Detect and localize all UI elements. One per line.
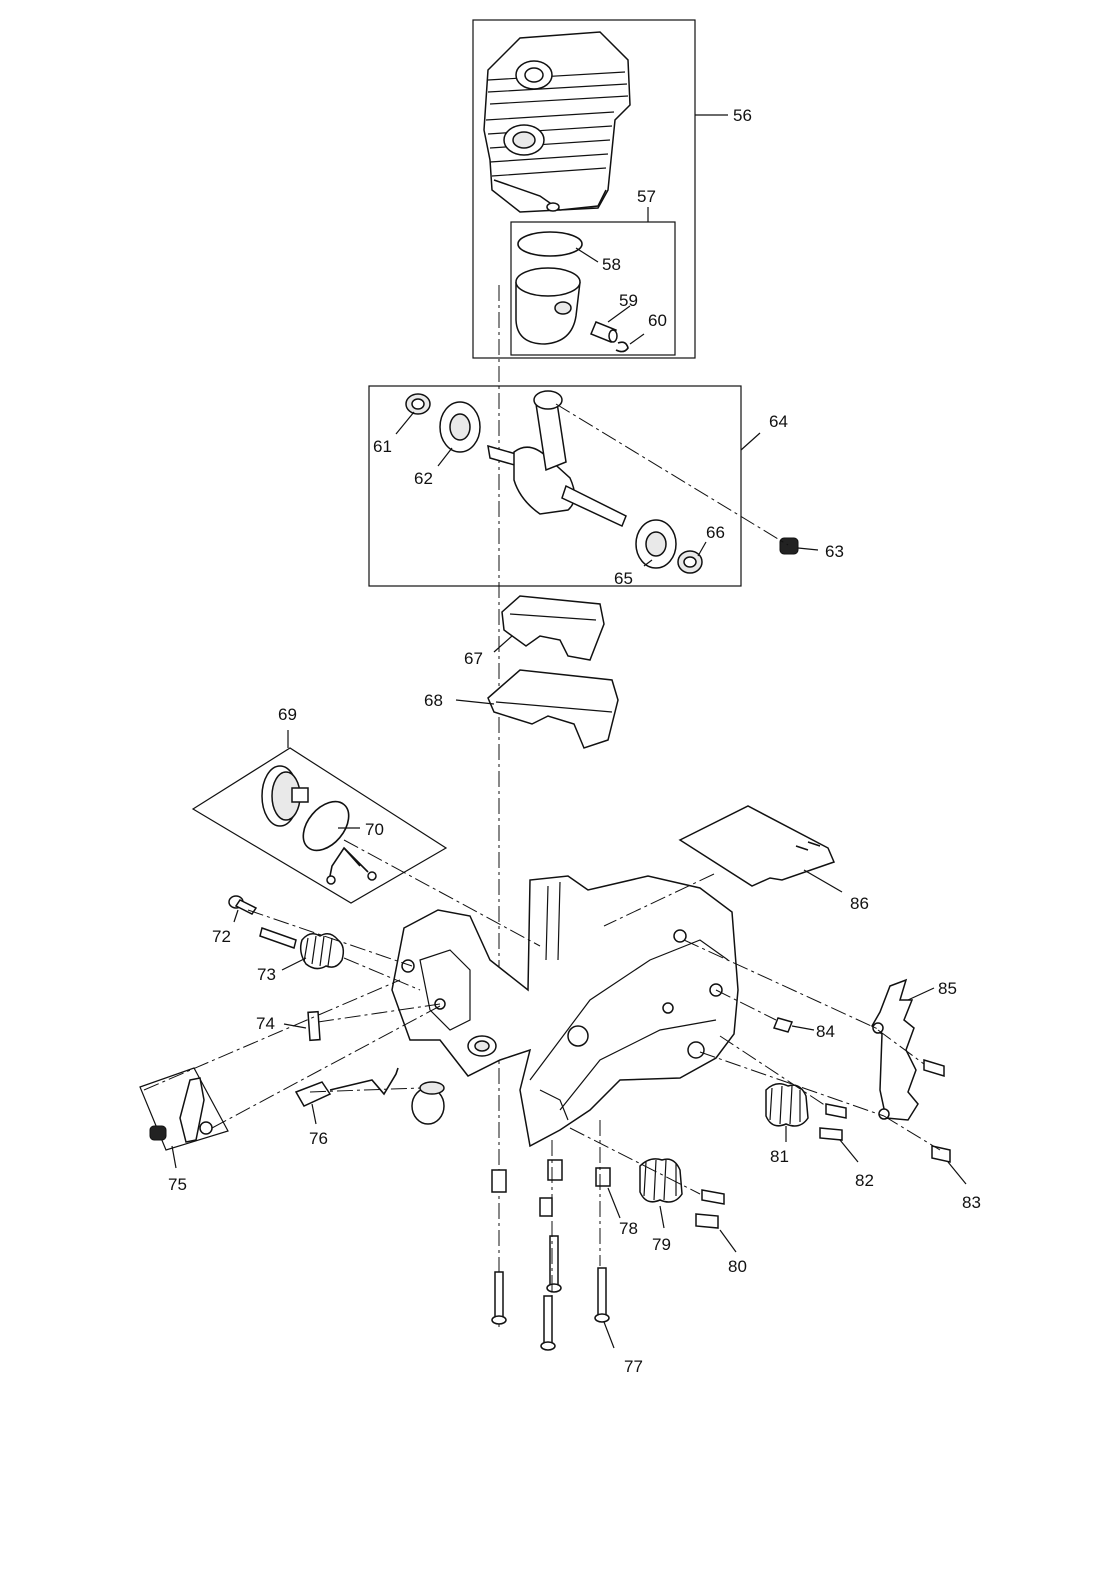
callout-74: 74 [256, 1014, 275, 1033]
spring-79 [639, 1158, 683, 1203]
callout-57: 57 [637, 187, 656, 206]
adjust-spring-73 [259, 927, 345, 970]
callout-73: 73 [257, 965, 276, 984]
callout-75: 75 [168, 1175, 187, 1194]
screw-84 [772, 1017, 794, 1033]
bolt-a [491, 1271, 507, 1325]
sleeve-c [539, 1197, 553, 1217]
callout-62: 62 [414, 469, 433, 488]
spring-81 [765, 1083, 809, 1127]
callout-83: 83 [962, 1193, 981, 1212]
cylinder-part [483, 31, 631, 213]
callout-69: 69 [278, 705, 297, 724]
callout-66: 66 [706, 523, 725, 542]
callout-67: 67 [464, 649, 483, 668]
bolt-b [546, 1235, 562, 1293]
crankcase-upper-68 [487, 669, 619, 749]
screw-82-a [825, 1103, 847, 1119]
oil-pump-assembly-box [191, 747, 448, 904]
callout-70: 70 [365, 820, 384, 839]
screw-82 [819, 1127, 843, 1141]
choke-rod-76 [294, 1067, 399, 1107]
piston-assembly-box [510, 221, 676, 356]
chain-catcher-85 [871, 978, 919, 1121]
sleeve-b [547, 1159, 563, 1181]
oil-suction-hose [326, 846, 377, 885]
bolt-c [540, 1295, 556, 1351]
piston-part [515, 267, 581, 345]
cover-plate-86 [678, 805, 836, 887]
crankshaft-assembly-box [368, 385, 742, 587]
piston-pin-part [590, 321, 618, 343]
callout-85: 85 [938, 979, 957, 998]
callout-61: 61 [373, 437, 392, 456]
crankcase-lower-67 [501, 595, 605, 661]
screw-85-mount [923, 1058, 945, 1078]
callout-80: 80 [728, 1257, 747, 1276]
o-ring-70 [302, 800, 350, 852]
callout-84: 84 [816, 1022, 835, 1041]
callout-72: 72 [212, 927, 231, 946]
callout-59: 59 [619, 291, 638, 310]
screw-83 [931, 1145, 951, 1163]
callout-labels: 56 57 58 59 60 61 62 63 64 65 66 67 68 6… [168, 106, 981, 1376]
bolt-77 [594, 1267, 610, 1323]
callout-82: 82 [855, 1171, 874, 1190]
crankshaft-part [487, 390, 627, 528]
crank-axis-line [555, 403, 789, 546]
callout-81: 81 [770, 1147, 789, 1166]
callout-65: 65 [614, 569, 633, 588]
callout-56: 56 [733, 106, 752, 125]
callout-78: 78 [619, 1219, 638, 1238]
leader-lines [171, 114, 967, 1349]
callout-63: 63 [825, 542, 844, 561]
plate-74 [307, 1010, 321, 1042]
oil-seal-61 [405, 393, 431, 415]
piston-ring [517, 231, 583, 257]
sleeve-a [491, 1169, 507, 1193]
callout-68: 68 [424, 691, 443, 710]
sleeve-78 [595, 1167, 611, 1187]
callout-60: 60 [648, 311, 667, 330]
primer-bulb [411, 1081, 445, 1125]
screw-80-a [701, 1189, 725, 1205]
circlip-part [615, 341, 629, 353]
bearing-65 [635, 519, 677, 569]
screw-80 [695, 1213, 719, 1229]
callout-64: 64 [769, 412, 788, 431]
callout-79: 79 [652, 1235, 671, 1254]
callout-76: 76 [309, 1129, 328, 1148]
oil-seal-66 [677, 550, 703, 574]
callout-86: 86 [850, 894, 869, 913]
oil-pump-part [261, 765, 309, 827]
callout-77: 77 [624, 1357, 643, 1376]
engine-housing [391, 875, 739, 1148]
cylinder-assembly-box [472, 19, 696, 359]
brake-lever-75 [149, 1077, 213, 1143]
bearing-62 [439, 401, 481, 453]
assembly-lines [143, 839, 941, 1296]
needle-bearing-63 [779, 537, 799, 555]
callout-58: 58 [602, 255, 621, 274]
